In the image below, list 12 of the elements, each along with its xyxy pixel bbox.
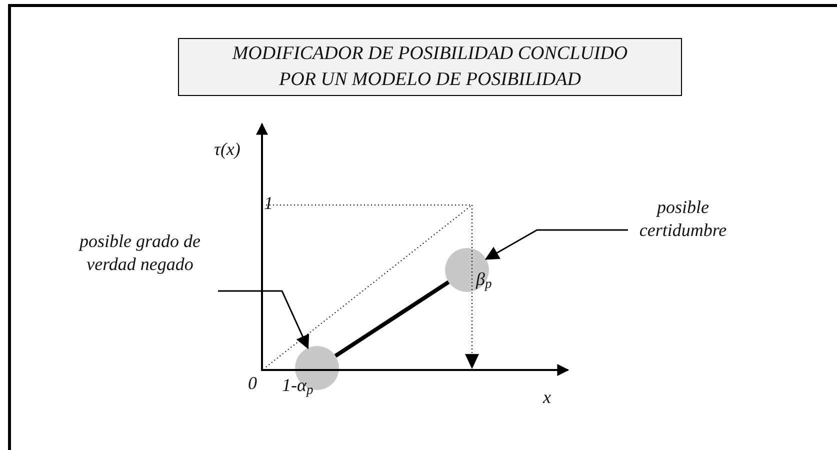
- axis-label: 1: [264, 192, 273, 214]
- title: MODIFICADOR DE POSIBILIDAD CONCLUIDO POR UN MODELO DE POSIBILIDAD: [178, 38, 682, 96]
- axis-label: 0: [248, 372, 257, 394]
- callout-text: posible certidumbre: [638, 196, 728, 242]
- callout-text: posible grado de verdad negado: [78, 230, 202, 276]
- function-line: [334, 280, 450, 358]
- axis-label: x: [543, 386, 551, 408]
- axis-label: 1-α$_{p}$: [282, 374, 314, 396]
- axis-label: τ(x): [214, 138, 240, 160]
- axis-label: β$_{p}$: [476, 268, 492, 290]
- leader-arrow: [218, 290, 310, 350]
- leader-arrow: [484, 229, 628, 260]
